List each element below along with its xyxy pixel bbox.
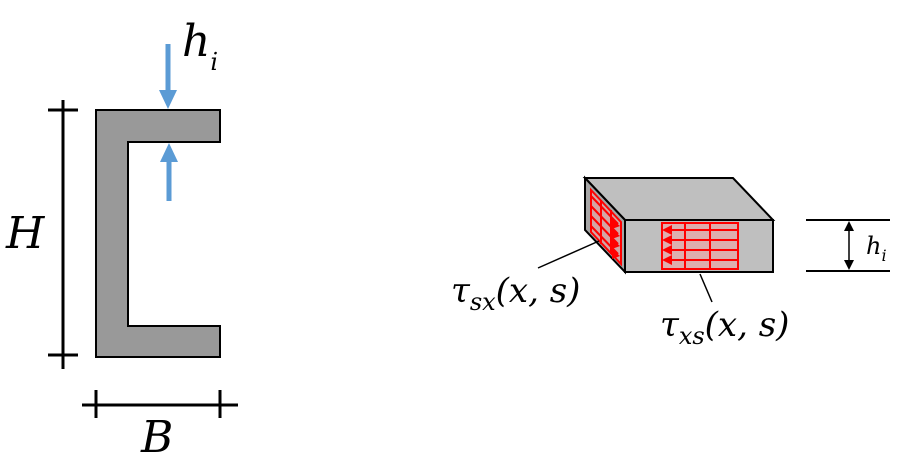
- block-thickness-dimension: [806, 219, 890, 272]
- height-label: H: [5, 208, 46, 259]
- c-channel-shape: [95, 109, 221, 358]
- width-dimension: [82, 390, 238, 418]
- c-channel-section: [95, 109, 221, 358]
- width-label: B: [140, 412, 173, 463]
- block-thickness-label: hi: [866, 232, 887, 265]
- tau-sx-stress-field: [590, 187, 622, 267]
- height-dimension: [48, 100, 78, 369]
- bottom-arrow-head-icon: [160, 143, 178, 162]
- tau-xs-stress-field: [661, 222, 739, 270]
- tau-sx-label: τsx(x, s): [451, 271, 580, 316]
- tau-xs-label: τxs(x, s): [660, 305, 789, 350]
- thickness-arrows: [159, 44, 178, 201]
- thickness-label: hi: [182, 16, 218, 76]
- tau-xs-leader: [699, 273, 713, 303]
- tau-sx-leader: [537, 240, 600, 269]
- top-arrow-head-icon: [159, 90, 177, 109]
